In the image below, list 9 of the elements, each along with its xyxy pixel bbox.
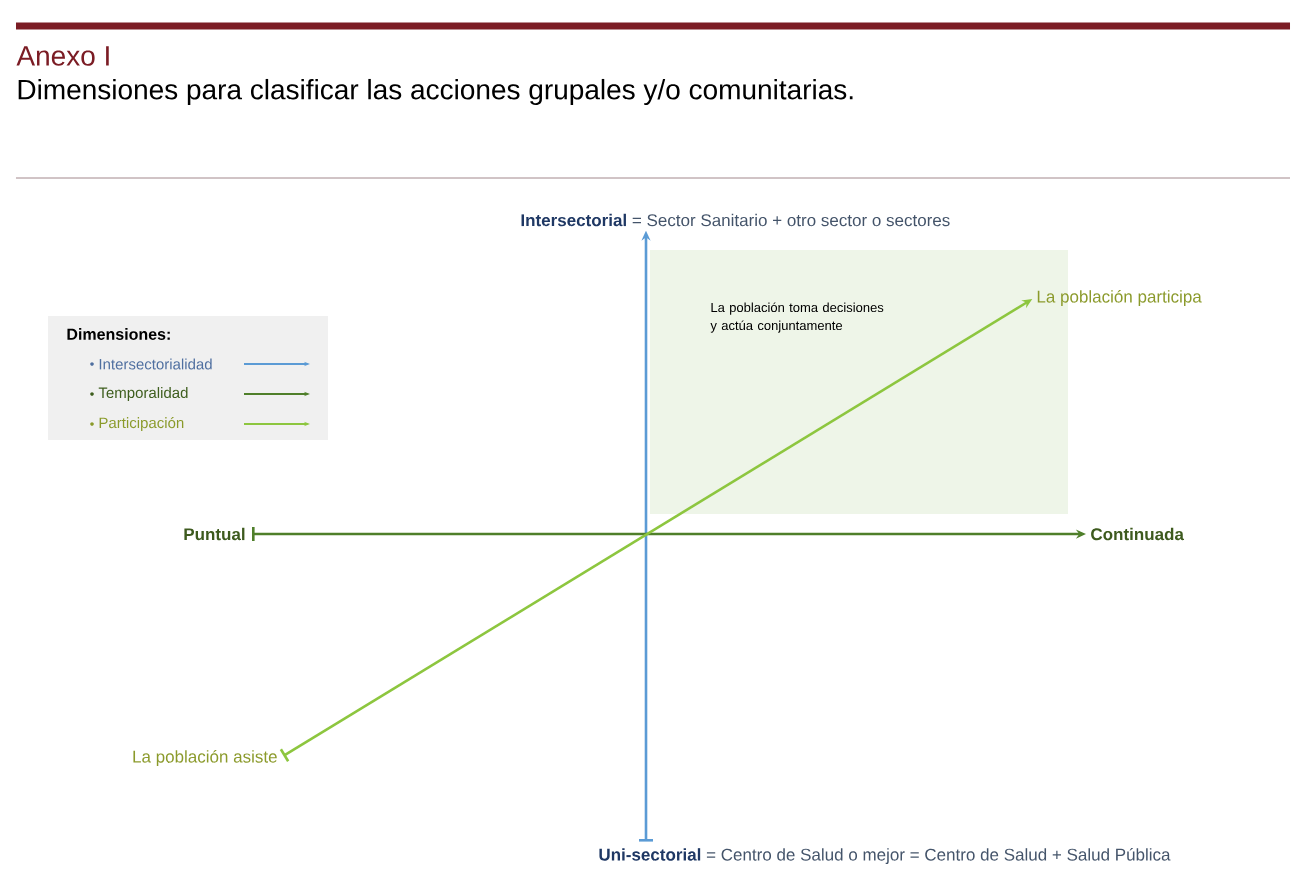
axis-label: Uni-sectorial = Centro de Salud o mejor = Centro de Salud + Salud Pública (599, 848, 1171, 864)
subtitle: Dimensiones para clasificar las acciones grupales y/o comunitarias. (18, 78, 853, 106)
axis-label: Puntual (184, 527, 245, 541)
axis-label: La población participa (1037, 290, 1202, 306)
title: Anexo I (16, 46, 109, 66)
axis-label: La población asiste (133, 750, 277, 766)
axis-label: Intersectorial = Sector Sanitario + otro sector o sectores (521, 213, 950, 227)
axis-label: Continuada (1091, 527, 1184, 541)
legend-heading: Dimensiones: (67, 328, 170, 340)
